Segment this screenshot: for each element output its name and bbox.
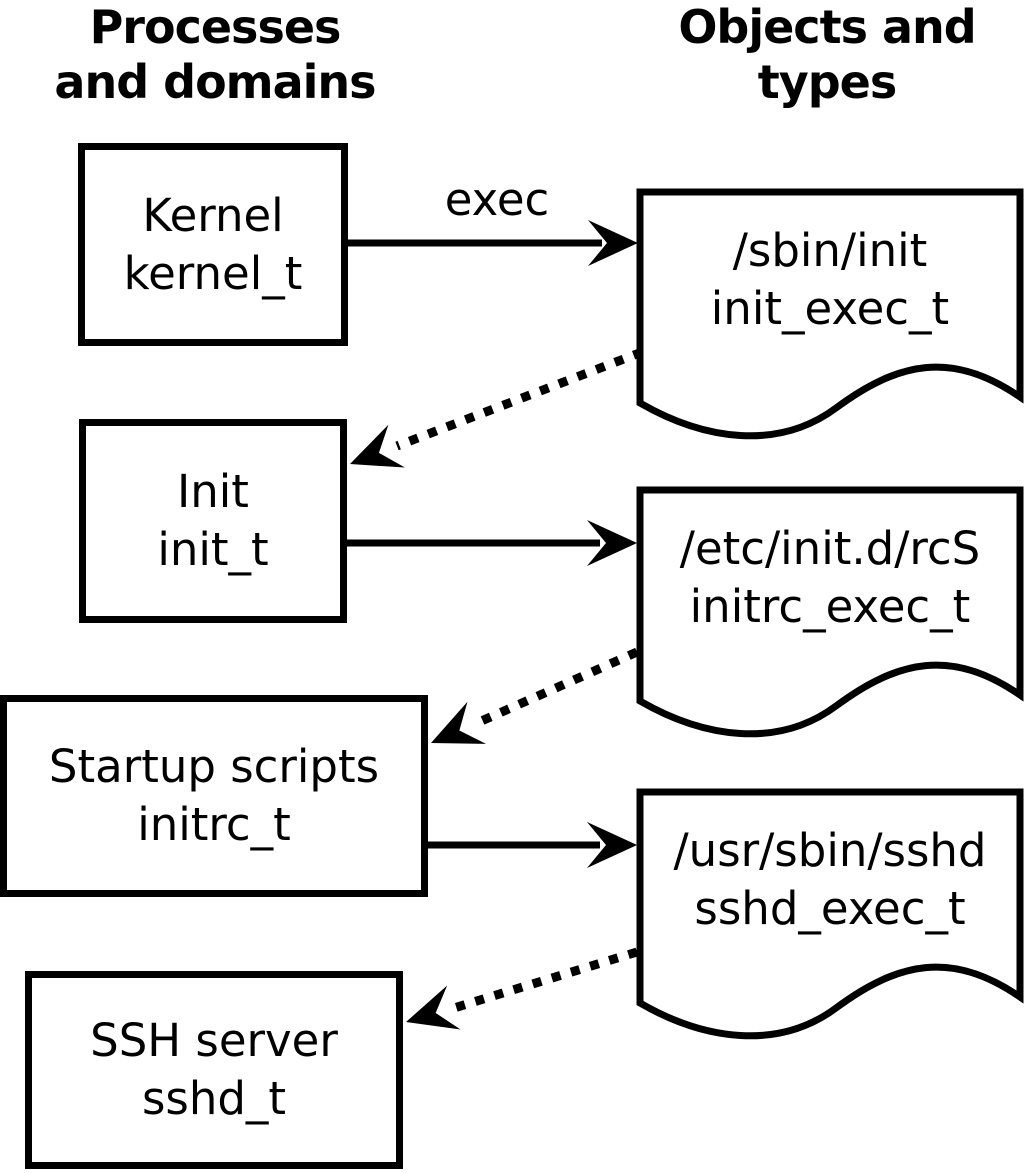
document-shape-usr-sbin-sshd [636, 788, 1024, 1040]
object-path: /usr/sbin/sshd [673, 823, 987, 877]
object-doc-sbin-init: /sbin/init init_exec_t [650, 192, 1010, 367]
process-label: Kernel [142, 188, 284, 242]
process-domain: kernel_t [123, 246, 303, 300]
document-shape-etc-initd-rcs [636, 486, 1024, 738]
arrowhead [587, 822, 637, 868]
arrowhead [406, 985, 461, 1030]
object-path: /etc/init.d/rcS [679, 521, 981, 575]
column-header-objects-line1: Objects and [678, 0, 976, 54]
process-label: Startup scripts [48, 740, 380, 793]
process-box-init: Init init_t [79, 419, 347, 623]
process-domain: initrc_t [137, 798, 291, 851]
object-type: sshd_exec_t [694, 881, 966, 935]
dotted-arrow-rcs-to-initrc [431, 647, 639, 744]
document-shape-sbin-init [636, 188, 1024, 440]
arrowhead [431, 701, 487, 744]
process-domain: sshd_t [141, 1072, 287, 1125]
column-header-objects-line2: types [757, 55, 897, 109]
process-box-ssh-server: SSH server sshd_t [25, 971, 403, 1169]
exec-edge-label: exec [444, 173, 550, 226]
dotted-arrow-sbin-init-to-init [350, 347, 644, 468]
solid-arrow-initrc-to-sshd [428, 822, 637, 868]
dotted-arrow-sshd-exec-to-sshd [406, 947, 639, 1030]
solid-arrow-init-to-rcs [347, 520, 637, 566]
object-doc-usr-sbin-sshd: /usr/sbin/sshd sshd_exec_t [650, 792, 1010, 967]
object-doc-etc-initd-rcs: /etc/init.d/rcS initrc_exec_t [650, 490, 1010, 665]
object-type: init_exec_t [710, 281, 950, 335]
process-domain: init_t [157, 523, 269, 576]
arrowhead [588, 220, 638, 266]
column-header-processes-line1: Processes [89, 0, 342, 54]
object-path: /sbin/init [732, 223, 928, 277]
process-label: Init [177, 465, 249, 518]
process-box-startup-scripts: Startup scripts initrc_t [0, 695, 428, 897]
object-type: initrc_exec_t [689, 579, 971, 633]
arrowhead [587, 520, 637, 566]
process-label: SSH server [90, 1014, 338, 1067]
solid-arrow-kernel-to-sbin-init [348, 220, 638, 266]
process-box-kernel: Kernel kernel_t [78, 143, 348, 346]
column-header-processes-line2: and domains [54, 55, 376, 109]
column-header-objects: Objects and types [607, 0, 1024, 110]
column-header-processes: Processes and domains [0, 0, 435, 110]
arrowhead [350, 424, 405, 468]
